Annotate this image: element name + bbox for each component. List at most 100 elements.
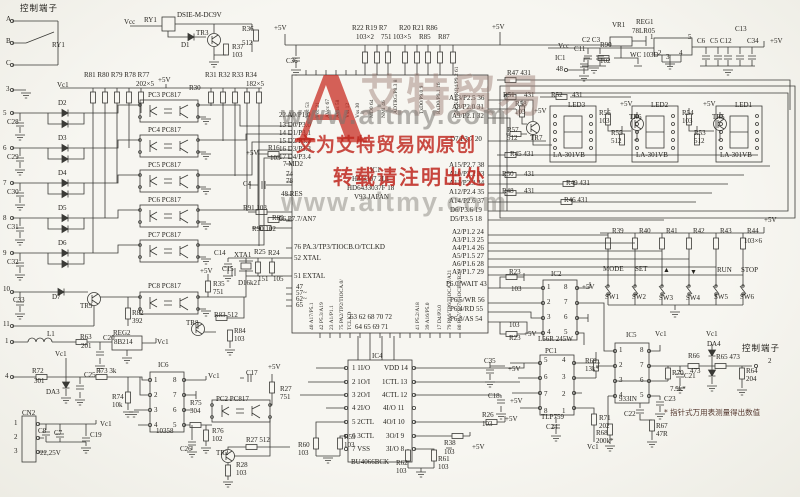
component-label: 103 <box>515 108 526 116</box>
component-label: TR5 <box>712 113 725 121</box>
component-label: 8 <box>544 407 548 415</box>
component-label: 933IN <box>619 395 637 403</box>
component-label: PC3 PC817 <box>148 91 181 99</box>
component-label: 3 <box>666 53 670 61</box>
component-label: C29 <box>7 153 19 161</box>
component-label: 8B214 <box>114 338 133 346</box>
component-label: R76 <box>212 427 224 435</box>
component-label: Vcc 53 <box>305 102 311 118</box>
component-label: 512 <box>242 39 253 47</box>
component-label: 751 <box>280 393 291 401</box>
component-label: C8 <box>38 427 47 435</box>
component-label: 2 <box>14 433 18 441</box>
component-label: P6.5/WR 56 <box>450 296 485 304</box>
component-label: Vss 12 <box>345 102 351 118</box>
component-label: 78LR05 <box>632 27 655 35</box>
component-label: R62 <box>396 459 408 467</box>
component-label: 7 <box>3 179 7 187</box>
component-label: 4 2I/O <box>352 404 371 412</box>
component-label: R54 <box>682 109 694 117</box>
component-label: LA-301VB <box>553 151 585 159</box>
measurement-note: * 指针式万用表测量得出数值 <box>664 408 761 417</box>
component-label: 6 <box>544 373 548 381</box>
component-label: 301 <box>34 377 45 385</box>
component-label: IC6 <box>158 361 169 369</box>
component-label: LED3 <box>568 101 586 109</box>
component-label: PC1 <box>545 347 558 355</box>
component-label: TR9 <box>80 302 93 310</box>
component-label: R64 <box>746 367 758 375</box>
relay-ry1-box <box>161 16 176 32</box>
component-label: 16 D3/P3.3 <box>279 145 311 153</box>
component-label: PC2 PC817 <box>216 395 249 403</box>
component-label: C4 <box>243 180 252 188</box>
component-label: 103 <box>509 321 520 329</box>
component-label: 8 <box>173 376 177 384</box>
component-label: 40 A17/P5.1 <box>309 302 315 330</box>
component-label: R47 431 <box>507 69 531 77</box>
component-label: 41 P5.2/A18 <box>415 302 421 330</box>
component-label: 103×6 <box>744 237 762 245</box>
component-label: R59 <box>344 433 356 441</box>
component-label: R50 <box>502 170 514 178</box>
component-label: 39 A16/P5.0 <box>425 302 431 330</box>
component-label: R91 103 <box>243 204 267 212</box>
pc3-optocoupler <box>138 99 200 123</box>
component-label: DA3 <box>46 388 60 396</box>
component-label: D6 <box>58 239 67 247</box>
component-label: VR1 <box>612 21 626 29</box>
component-label: C15 <box>222 265 234 273</box>
component-label: Vc1 <box>587 443 599 451</box>
component-label: C7 <box>54 429 63 437</box>
component-label: R56 <box>599 109 611 117</box>
pc8-optocoupler <box>138 291 200 315</box>
component-label: 4 <box>154 421 158 429</box>
component-label: IC1 <box>370 166 381 174</box>
component-label: 392 <box>132 317 143 325</box>
component-label: TxD0/P9.0 9 <box>419 85 425 114</box>
component-label: 103 <box>234 335 245 343</box>
component-label: 75 PA2/TP2/TIOCA.0/ <box>339 279 345 330</box>
component-label: 3 <box>547 313 551 321</box>
component-label: SW5 <box>714 293 728 301</box>
component-label: 8 <box>564 283 568 291</box>
component-label: 103 <box>438 463 449 471</box>
component-label: TLP759 <box>541 413 564 421</box>
component-label: SET <box>635 265 648 273</box>
pc5-optocoupler <box>138 169 200 193</box>
component-label: R65 473 <box>716 353 740 361</box>
component-label: 74 <box>286 170 293 178</box>
component-label: R31 R32 R33 R34 <box>205 71 257 79</box>
component-label: 7 <box>640 361 644 369</box>
component-label: C14 <box>214 249 226 257</box>
component-label: 182×5 <box>246 80 264 88</box>
component-label: R69 <box>585 357 597 365</box>
component-label: 200k* <box>596 437 614 445</box>
component-label: 2 <box>154 391 158 399</box>
component-label: C18 <box>488 392 500 400</box>
component-label: R16 <box>268 144 280 152</box>
component-label: +5V <box>472 443 485 451</box>
component-label: SW2 <box>632 293 646 301</box>
component-label: R28 <box>236 461 248 469</box>
component-label: 63 62 68 70 72 <box>350 313 392 321</box>
component-label: 103 <box>232 51 243 59</box>
component-label: C2 C3 <box>582 36 601 44</box>
component-label: 102 <box>212 435 223 443</box>
component-label: RY1 <box>144 16 157 24</box>
component-label: PC7 PC817 <box>148 231 181 239</box>
component-label: 5 <box>173 421 177 429</box>
component-label: 3 <box>562 373 566 381</box>
component-label: IC5 <box>626 331 637 339</box>
component-label: 47R <box>656 430 668 438</box>
component-label: A4/P1.4 26 <box>452 244 484 252</box>
component-label: R44 <box>747 227 759 235</box>
component-label: R90 <box>600 41 612 49</box>
component-label: R53 <box>694 129 706 137</box>
component-label: R35 <box>213 280 225 288</box>
component-label: +5V <box>703 100 716 108</box>
component-label: 11 <box>3 320 10 328</box>
component-label: C25 <box>84 371 96 379</box>
component-label: DA4 <box>707 340 721 348</box>
component-label: ▼ <box>690 268 697 276</box>
